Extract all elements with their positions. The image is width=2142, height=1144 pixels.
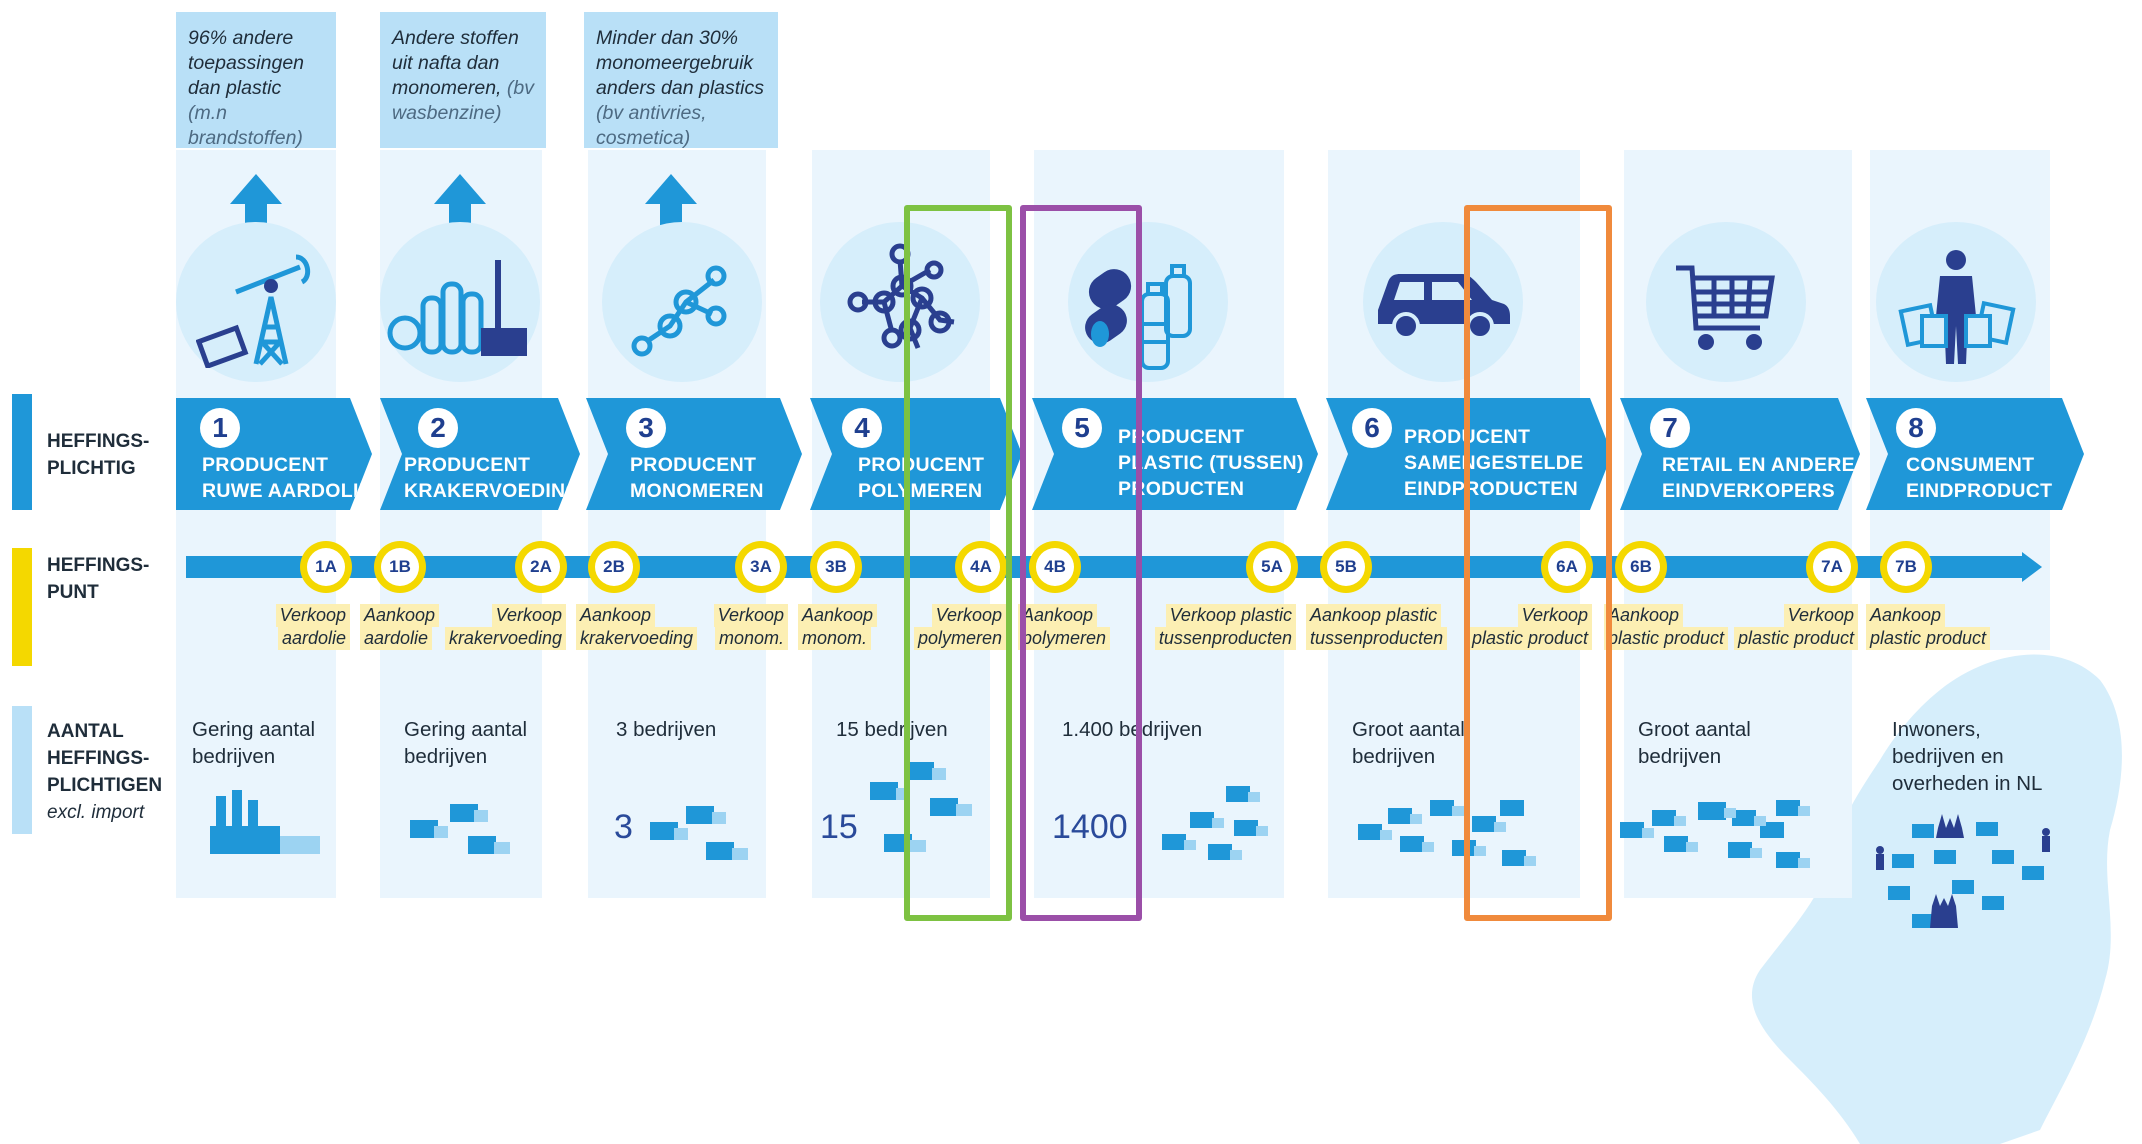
refinery-icon [387,260,527,356]
levy-point-7a: 7A [1806,541,1858,593]
levy-point-3b: 3B [810,541,862,593]
row-title-plichtig: HEFFINGS-PLICHTIG [47,431,150,479]
chain-step-8: 8 CONSUMENT EINDPRODUCT [1866,398,2084,510]
step-number: 8 [1896,408,1936,448]
count-number-3: 3 [614,808,633,846]
step-label: PRODUCENT SAMENGESTELDE EINDPRODUCTEN [1404,426,1584,500]
top-note-2: Andere stoffen uit nafta dan monomeren, … [380,12,546,148]
step-label: PRODUCENT RUWE AARDOLIE [202,454,373,502]
step-number: 6 [1352,408,1392,448]
count-number-5: 1400 [1052,808,1128,846]
icon-circle-3 [602,222,762,382]
levy-point-5a: 5A [1246,541,1298,593]
levy-point-4a: 4A [955,541,1007,593]
molecule-icon [631,265,727,357]
count-text-6: Groot aantal bedrijven [1352,718,1465,768]
company-cluster-icon [1620,800,1810,868]
society-cluster-icon [1876,814,2050,928]
levy-point-2a: 2A [515,541,567,593]
count-text-7: Groot aantal bedrijven [1638,718,1751,768]
top-note-1: 96% andere toepassingen dan plastic (m.n… [176,12,336,149]
consumer-icon [1898,250,2016,364]
icon-circle-4 [820,222,980,382]
top-note-3: Minder dan 30% monomeergebruik anders da… [584,12,778,149]
levy-point-7b: 7B [1880,541,1932,593]
shopping-cart-icon [1676,265,1775,350]
levy-point-1b: 1B [374,541,426,593]
highlight-box-green [904,205,1012,921]
chain-step-3: 3 PRODUCENT MONOMEREN [586,398,802,510]
company-cluster-icon [410,804,510,854]
step-label: RETAIL EN ANDERE EINDVERKOPERS [1662,454,1855,502]
count-text-1: Gering aantal bedrijven [192,718,316,768]
count-text-3: 3 bedrijven [616,718,717,741]
timeline-arrowhead [2022,552,2042,582]
step-number: 3 [626,408,666,448]
up-arrow-icon [645,174,697,250]
row-title-punt: HEFFINGS-PUNT [47,555,150,603]
chain-step-5: 5 PRODUCENT PLASTIC (TUSSEN) PRODUCTEN [1032,398,1318,510]
levy-point-1a: 1A [300,541,352,593]
count-number-4: 15 [820,808,858,846]
step-label: PRODUCENT MONOMEREN [630,454,764,502]
count-text-8: Inwoners, bedrijven en overheden in NL [1892,718,2043,795]
step-number: 7 [1650,408,1690,448]
highlight-box-orange [1464,205,1612,921]
levy-point-3a: 3A [735,541,787,593]
oil-pump-icon [196,254,311,368]
chain-step-7: 7 RETAIL EN ANDERE EINDVERKOPERS [1620,398,1860,510]
chain-step-2: 2 PRODUCENT KRAKERVOEDING [380,398,580,510]
step-number: 4 [842,408,882,448]
step-label: PRODUCENT POLYMEREN [858,454,985,502]
row-bar-aantal [12,706,32,834]
levy-point-5b: 5B [1320,541,1372,593]
levy-point-2b: 2B [588,541,640,593]
company-cluster-icon [650,806,748,860]
company-cluster-icon [1358,800,1536,866]
levy-point-6a: 6A [1541,541,1593,593]
levy-point-6b: 6B [1615,541,1667,593]
step-label: PRODUCENT KRAKERVOEDING [404,454,581,502]
step-number: 2 [418,408,458,448]
step-label: CONSUMENT EINDPRODUCT [1906,454,2053,502]
car-icon [1378,274,1510,340]
count-text-2: Gering aantal bedrijven [404,718,528,768]
row-bar-punt [12,548,32,666]
up-arrow-icon [434,174,486,250]
step-number: 5 [1062,408,1102,448]
plastic-products-icon [1085,264,1192,370]
company-cluster-icon [1162,786,1268,860]
polymer-icon [847,243,955,349]
up-arrow-icon [230,174,282,250]
step-number: 1 [200,408,240,448]
chain-step-4: 4 PRODUCENT POLYMEREN [810,398,1022,510]
levy-point-4b: 4B [1029,541,1081,593]
step-label: PRODUCENT PLASTIC (TUSSEN) PRODUCTEN [1118,426,1304,500]
row-bar-plichtig [12,394,32,510]
oil-refinery-icon [210,790,320,854]
chain-step-1: 1 PRODUCENT RUWE AARDOLIE [176,398,372,510]
highlight-box-purple [1020,205,1142,921]
